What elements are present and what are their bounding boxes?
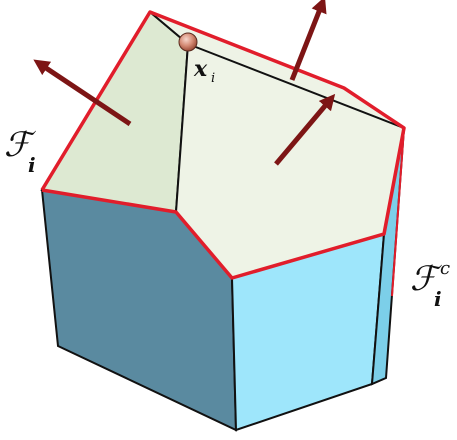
boundary-right-edge [391, 127, 405, 297]
label-point: x i [193, 56, 215, 86]
normal-arrow-left [33, 59, 132, 127]
normal-arrow-center [274, 93, 336, 166]
interior-edge [187, 43, 405, 129]
svg-text:i: i [211, 71, 215, 86]
svg-text:i: i [28, 153, 36, 177]
label-complement: ℱ i c [410, 258, 450, 311]
normal-arrow-top [289, 0, 327, 81]
svg-text:x: x [193, 56, 208, 82]
point-marker [178, 32, 198, 52]
svg-text:i: i [434, 287, 442, 311]
label-region: ℱ i [4, 125, 37, 177]
boundary-outline [40, 10, 406, 280]
svg-text:c: c [440, 258, 450, 279]
